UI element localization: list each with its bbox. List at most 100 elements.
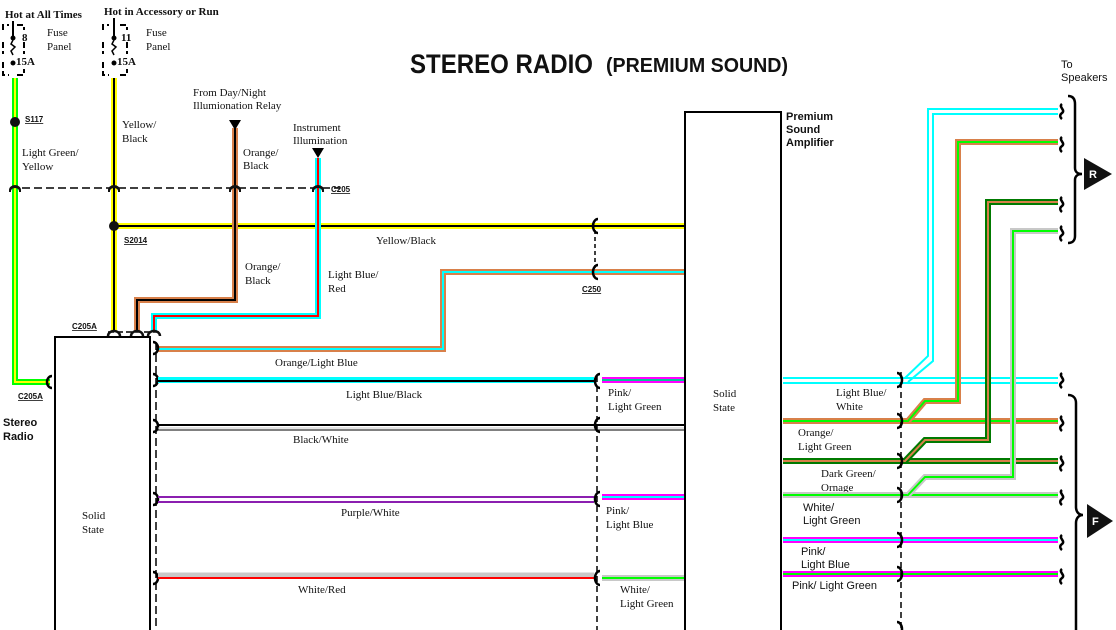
- day-night-relay-arrow-icon: [229, 120, 241, 130]
- wire-purple-white: [158, 496, 594, 503]
- fuse-11-rating: 15A: [117, 56, 136, 68]
- instrument-label: Illumination: [293, 135, 348, 147]
- wire-label: Light Green: [608, 401, 662, 413]
- c205a-left-label: C205A: [18, 392, 43, 401]
- fuse-panel-label: Panel: [47, 41, 71, 53]
- day-night-label: From Day/Night: [193, 87, 266, 99]
- fuse-8-number: 8: [22, 32, 28, 44]
- wire-label: Dark Green/: [821, 468, 877, 480]
- c250-label: C250: [582, 285, 602, 294]
- hot-at-all-times-label: Hot at All Times: [5, 9, 83, 21]
- amp-input-connectors: [593, 372, 601, 587]
- hot-in-accessory-label: Hot in Accessory or Run: [104, 6, 219, 18]
- wire-label: Orange/Light Blue: [275, 357, 358, 369]
- s2014-label: S2014: [124, 236, 148, 245]
- wire-light-blue-black: [158, 377, 594, 383]
- rear-speaker-badge-icon: [1084, 158, 1112, 190]
- wire-label: Orange/: [245, 261, 281, 273]
- wire-label: Pink/: [608, 387, 632, 399]
- front-speaker-brace: [1067, 393, 1084, 630]
- amp-solid-state: Solid: [713, 388, 737, 400]
- wire-label: Yellow/Black: [376, 235, 436, 247]
- amplifier-label: Amplifier: [786, 137, 834, 149]
- wire-label: Light Green: [803, 515, 860, 527]
- c205a-top-label: C205A: [72, 322, 97, 331]
- wire-label: Orange/: [798, 427, 834, 439]
- wire-label: White/: [620, 584, 651, 596]
- fuse-11-number: 11: [121, 32, 131, 44]
- wire-light-green-yellow: [12, 78, 50, 385]
- amp-output-connectors: [896, 371, 904, 630]
- wire-orange-light-green-out: [783, 139, 1058, 424]
- wire-label: Light Blue/Black: [346, 389, 423, 401]
- front-speaker-badge-icon: [1087, 504, 1113, 538]
- stereo-radio-label: Stereo: [3, 417, 38, 429]
- premium-sound-amplifier-box: [684, 111, 782, 630]
- fuse-8-rating: 15A: [16, 56, 35, 68]
- c205-connectors: [9, 185, 324, 192]
- wire-label: Orange/: [243, 147, 279, 159]
- wire-label: Light Blue/: [836, 387, 887, 399]
- rear-speaker-brace: [1067, 94, 1083, 245]
- wire-label: Pink/: [606, 505, 630, 517]
- wire-label: Light Blue: [801, 559, 850, 571]
- radio-solid-state: State: [82, 524, 104, 536]
- wire-label: Black: [122, 133, 148, 145]
- wire-orange-black: [134, 128, 238, 332]
- c205-label: C205: [331, 185, 351, 194]
- wire-label: Pink/ Light Green: [792, 580, 877, 592]
- wire-label: White/Red: [298, 584, 346, 596]
- wire-label: Ornage: [821, 482, 853, 494]
- speaker-connectors: [1058, 103, 1065, 585]
- wire-white-light-green-out: [783, 228, 1058, 498]
- wire-label: Black/White: [293, 434, 349, 446]
- c205a-top-connectors: [106, 329, 162, 337]
- wire-label: Light Green: [620, 598, 674, 610]
- day-night-label: Illumionation Relay: [193, 100, 282, 112]
- amplifier-label: Premium: [786, 111, 833, 123]
- wire-black-white: [158, 424, 684, 431]
- wire-orange-light-blue: [158, 269, 684, 352]
- c250-connector: [591, 263, 599, 281]
- fuse-panel-label: Fuse: [47, 27, 68, 39]
- wire-label: Yellow/: [122, 119, 157, 131]
- wire-light-blue-white-out: [783, 108, 1058, 384]
- wire-label: Purple/White: [341, 507, 400, 519]
- stereo-radio-label: Radio: [3, 431, 34, 443]
- wire-label: Black: [245, 275, 271, 287]
- radio-solid-state: Solid: [82, 510, 106, 522]
- wire-label: Light Blue: [606, 519, 653, 531]
- stereo-radio-box: [54, 336, 151, 630]
- fuse-panel-label: Panel: [146, 41, 170, 53]
- wire-label: Pink/: [801, 546, 826, 558]
- wire-light-blue-red: [151, 158, 321, 332]
- wire-label: Light Green/: [22, 147, 79, 159]
- rear-badge-label: R: [1089, 169, 1097, 181]
- amplifier-label: Sound: [786, 124, 820, 136]
- to-speakers-label: Speakers: [1061, 72, 1108, 84]
- wire-label: White/: [803, 502, 835, 514]
- front-badge-label: F: [1092, 516, 1099, 528]
- wire-label: Red: [328, 283, 346, 295]
- s117-label: S117: [25, 115, 44, 124]
- instrument-illumination-arrow-icon: [312, 148, 324, 158]
- wire-label: Yellow: [22, 161, 53, 173]
- wire-label: Light Green: [798, 441, 852, 453]
- amp-solid-state: State: [713, 402, 735, 414]
- diagram-title: STEREO RADIO: [410, 49, 593, 79]
- fuse-11: 11 15A Fuse Panel: [102, 18, 170, 76]
- diagram-subtitle: (PREMIUM SOUND): [606, 55, 788, 77]
- c205a-left-connector: [45, 374, 53, 390]
- c250-connector: [591, 217, 599, 235]
- s117-splice: [10, 117, 20, 127]
- wire-white-red: [158, 572, 594, 579]
- wire-label: White: [836, 401, 863, 413]
- instrument-label: Instrument: [293, 122, 341, 134]
- wire-label: Black: [243, 160, 269, 172]
- fuse-panel-label: Fuse: [146, 27, 167, 39]
- s2014-splice: [109, 221, 119, 231]
- to-speakers-label: To: [1061, 59, 1073, 71]
- wire-label: Light Blue/: [328, 269, 379, 281]
- fuse-8: 8 15A Fuse Panel: [2, 21, 71, 76]
